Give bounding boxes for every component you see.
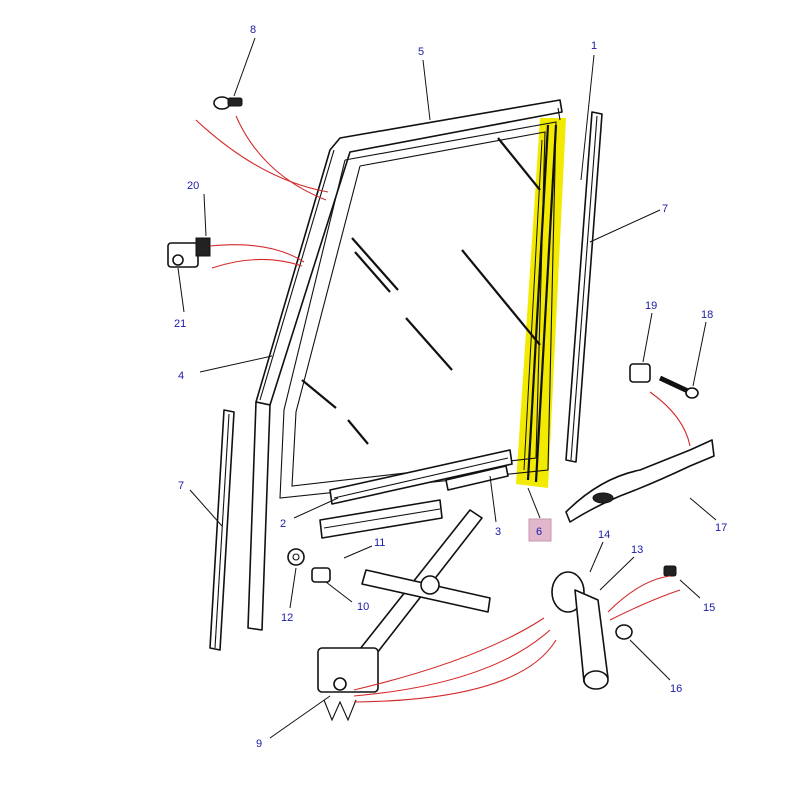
part-12-washer[interactable] — [287, 548, 305, 566]
callout-6-selection-box — [528, 518, 552, 542]
callout-6[interactable]: 6 — [536, 526, 542, 538]
callout-5[interactable]: 5 — [418, 46, 424, 58]
part-13-winder-handle[interactable] — [574, 589, 609, 690]
callout-21[interactable]: 21 — [174, 318, 186, 330]
callout-20[interactable]: 20 — [187, 180, 199, 192]
callout-7-right[interactable]: 7 — [662, 203, 668, 215]
callout-17[interactable]: 17 — [715, 522, 727, 534]
part-10-bolt[interactable] — [311, 567, 331, 583]
part-17-pull-handle[interactable] — [565, 439, 715, 523]
door-frame-assembly — [247, 99, 563, 631]
callout-8[interactable]: 8 — [250, 24, 256, 36]
part-8-screw[interactable] — [213, 96, 243, 110]
callout-3[interactable]: 3 — [495, 526, 501, 538]
callout-19[interactable]: 19 — [645, 300, 657, 312]
callout-11[interactable]: 11 — [374, 537, 385, 549]
callout-labels: 8 5 1 20 7 21 19 18 4 7 17 2 3 6 14 11 1… — [174, 24, 727, 750]
callout-18[interactable]: 18 — [701, 309, 713, 321]
callout-2[interactable]: 2 — [280, 518, 286, 530]
callout-16[interactable]: 16 — [670, 683, 682, 695]
callout-4[interactable]: 4 — [178, 370, 184, 382]
part-9-regulator[interactable] — [317, 509, 491, 722]
part-1-runner-channel[interactable] — [565, 111, 603, 463]
callout-10[interactable]: 10 — [357, 601, 369, 613]
part-19-nut[interactable] — [629, 363, 651, 383]
part-15-screw[interactable] — [663, 565, 677, 577]
part-7-left-seal[interactable] — [209, 409, 235, 651]
assembly-connector-lines — [195, 115, 691, 703]
callout-15[interactable]: 15 — [703, 602, 715, 614]
callout-9[interactable]: 9 — [256, 738, 262, 750]
callout-7-left[interactable]: 7 — [178, 480, 184, 492]
callout-12[interactable]: 12 — [281, 612, 293, 624]
callout-leaders — [177, 37, 717, 739]
part-20-21-clip[interactable] — [167, 237, 211, 268]
part-16-knob[interactable] — [615, 624, 633, 640]
part-6-highlight[interactable] — [516, 118, 566, 488]
callout-13[interactable]: 13 — [631, 544, 643, 556]
callout-1[interactable]: 1 — [591, 40, 597, 52]
callout-14[interactable]: 14 — [598, 529, 610, 541]
part-18-bolt[interactable] — [658, 375, 699, 399]
